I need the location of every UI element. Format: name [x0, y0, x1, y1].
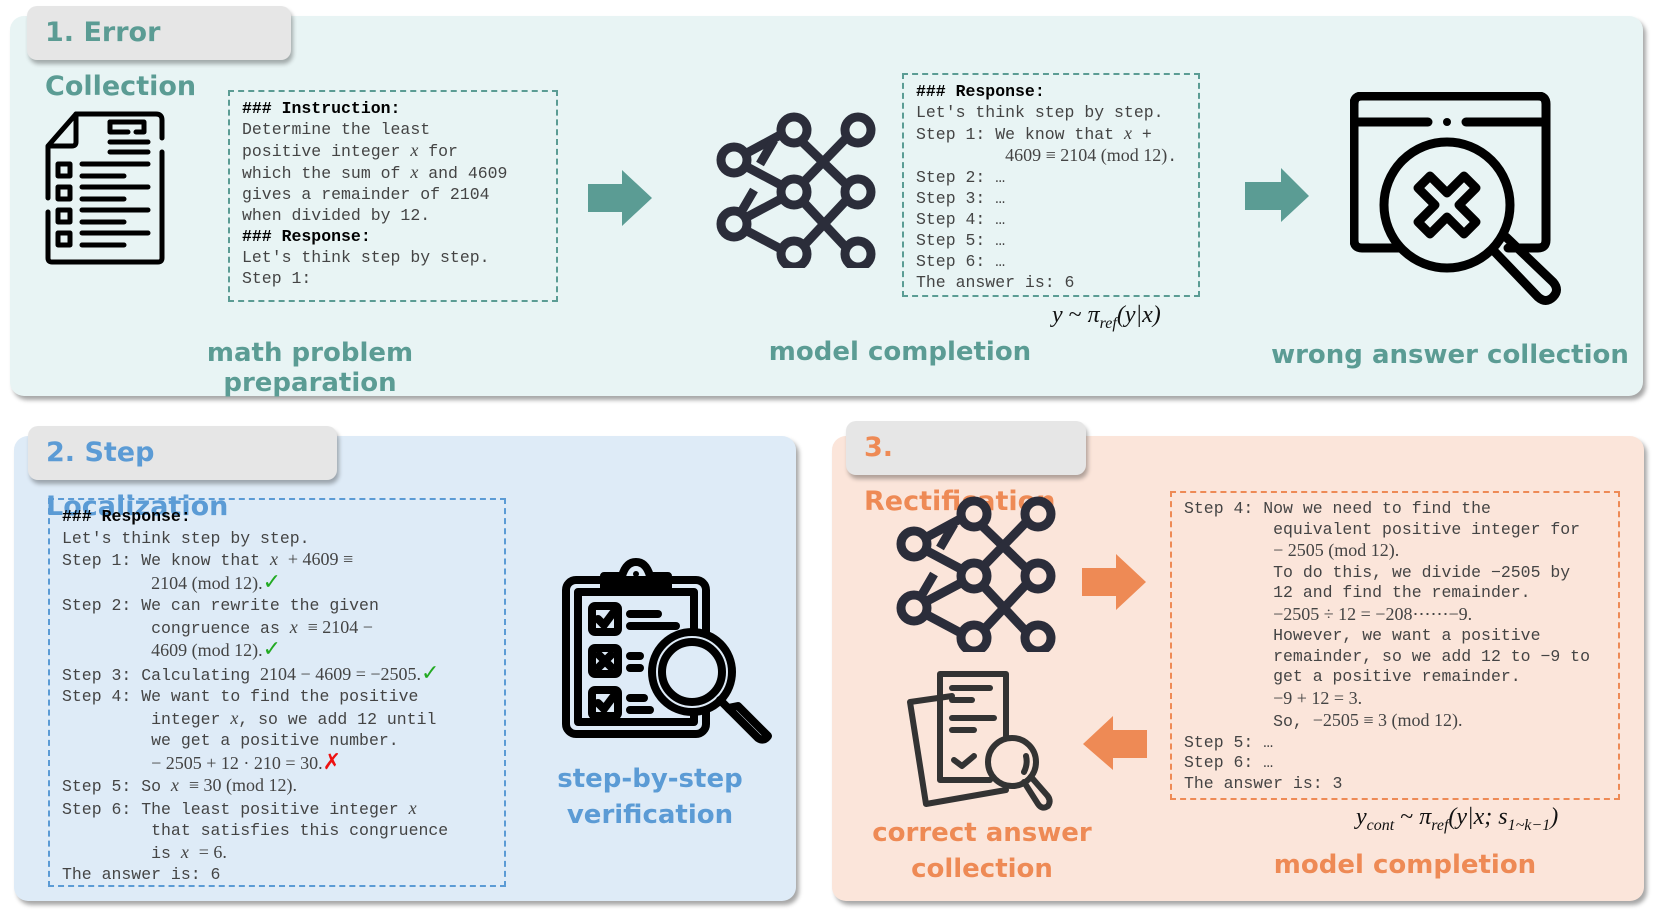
neural-network-icon	[716, 112, 876, 268]
document-magnifier-check-icon	[907, 671, 1053, 811]
caption-model-completion: model completion	[768, 337, 1032, 367]
continuation-formula: ycont ~ πref(y|x; s1~k−1)	[1356, 804, 1559, 834]
arrow-right-icon	[588, 170, 652, 226]
clipboard-magnifier-icon	[562, 558, 772, 744]
neural-network-icon	[896, 496, 1056, 652]
section-title-error-collection: 1. Error Collection	[27, 6, 291, 102]
error-collection-panel	[10, 16, 1643, 396]
section-title-rectification: 3. Rectification	[846, 421, 1086, 517]
model-completion-box: ### Response: Let's think step by step. …	[902, 73, 1200, 297]
check-icon: ✓	[262, 637, 282, 662]
cross-icon: ✗	[322, 749, 342, 775]
caption-collection: collection	[911, 854, 1053, 884]
document-checklist-icon	[45, 111, 165, 265]
rectified-completion-box: Step 4: Now we need to find the equivale…	[1170, 491, 1620, 800]
section-title-step-localization: 2. Step Localization	[28, 426, 337, 522]
caption-math-problem-preparation: math problem preparation	[206, 338, 414, 398]
check-icon: ✓	[262, 569, 282, 595]
step-verification-box: ### Response: Let's think step by step. …	[48, 498, 506, 887]
browser-magnifier-x-icon	[1350, 92, 1561, 305]
caption-wrong-answer-collection: wrong answer collection	[1271, 340, 1629, 370]
sampling-formula: y ~ πref(y|x)	[1052, 302, 1161, 332]
arrow-right-icon	[1082, 554, 1146, 610]
caption-model-completion-rectified: model completion	[1273, 850, 1537, 880]
caption-correct-answer: correct answer	[872, 818, 1092, 848]
check-icon: ✓	[421, 660, 440, 686]
arrow-left-icon	[1083, 716, 1147, 770]
arrow-right-icon	[1245, 168, 1309, 222]
caption-verification: verification	[566, 800, 734, 830]
instruction-box: ### Instruction: Determine the least pos…	[228, 90, 558, 302]
caption-step-by-step: step-by-step	[557, 764, 743, 794]
